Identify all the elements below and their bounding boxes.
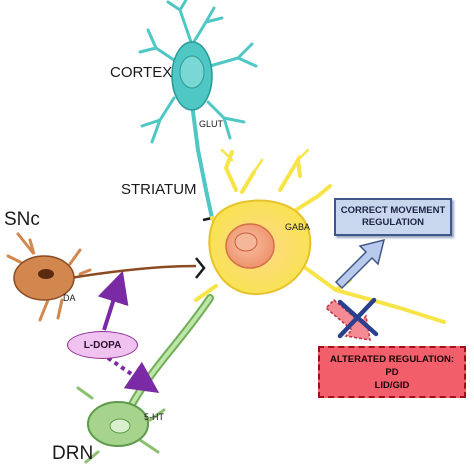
ldopa-label: L-DOPA <box>83 339 122 351</box>
snc-label: SNc <box>4 209 40 230</box>
correct-box-line1: CORRECT MOVEMENT <box>340 205 446 216</box>
da-neuron <box>6 232 206 322</box>
gaba-label: GABA <box>285 222 311 232</box>
ldopa-to-serotonin-arrow <box>106 356 160 394</box>
drn-label: DRN <box>52 443 94 464</box>
striatum-label: STRIATUM <box>121 181 197 198</box>
altered-box-line3: LID/GID <box>374 379 410 391</box>
ldopa-badge: L-DOPA <box>67 331 138 359</box>
correct-box-line2: REGULATION <box>361 217 425 228</box>
serotonin-neuron <box>76 294 214 464</box>
striatal-neuron <box>194 148 446 324</box>
block-x-icon <box>337 297 379 339</box>
da-label: DA <box>63 293 76 303</box>
serotonin-label: 5-HT <box>144 412 164 422</box>
cortex-label: CORTEX <box>110 64 173 81</box>
glut-label: GLUT <box>199 119 224 129</box>
correct-regulation-box: CORRECT MOVEMENT REGULATION <box>334 198 452 236</box>
altered-box-line1: ALTERATED REGULATION: <box>329 353 454 365</box>
correct-arrow <box>334 238 386 290</box>
ldopa-to-da-arrow <box>97 270 129 331</box>
altered-box-line2: PD <box>385 366 399 378</box>
altered-regulation-box: ALTERATED REGULATION: PD LID/GID <box>318 346 466 398</box>
